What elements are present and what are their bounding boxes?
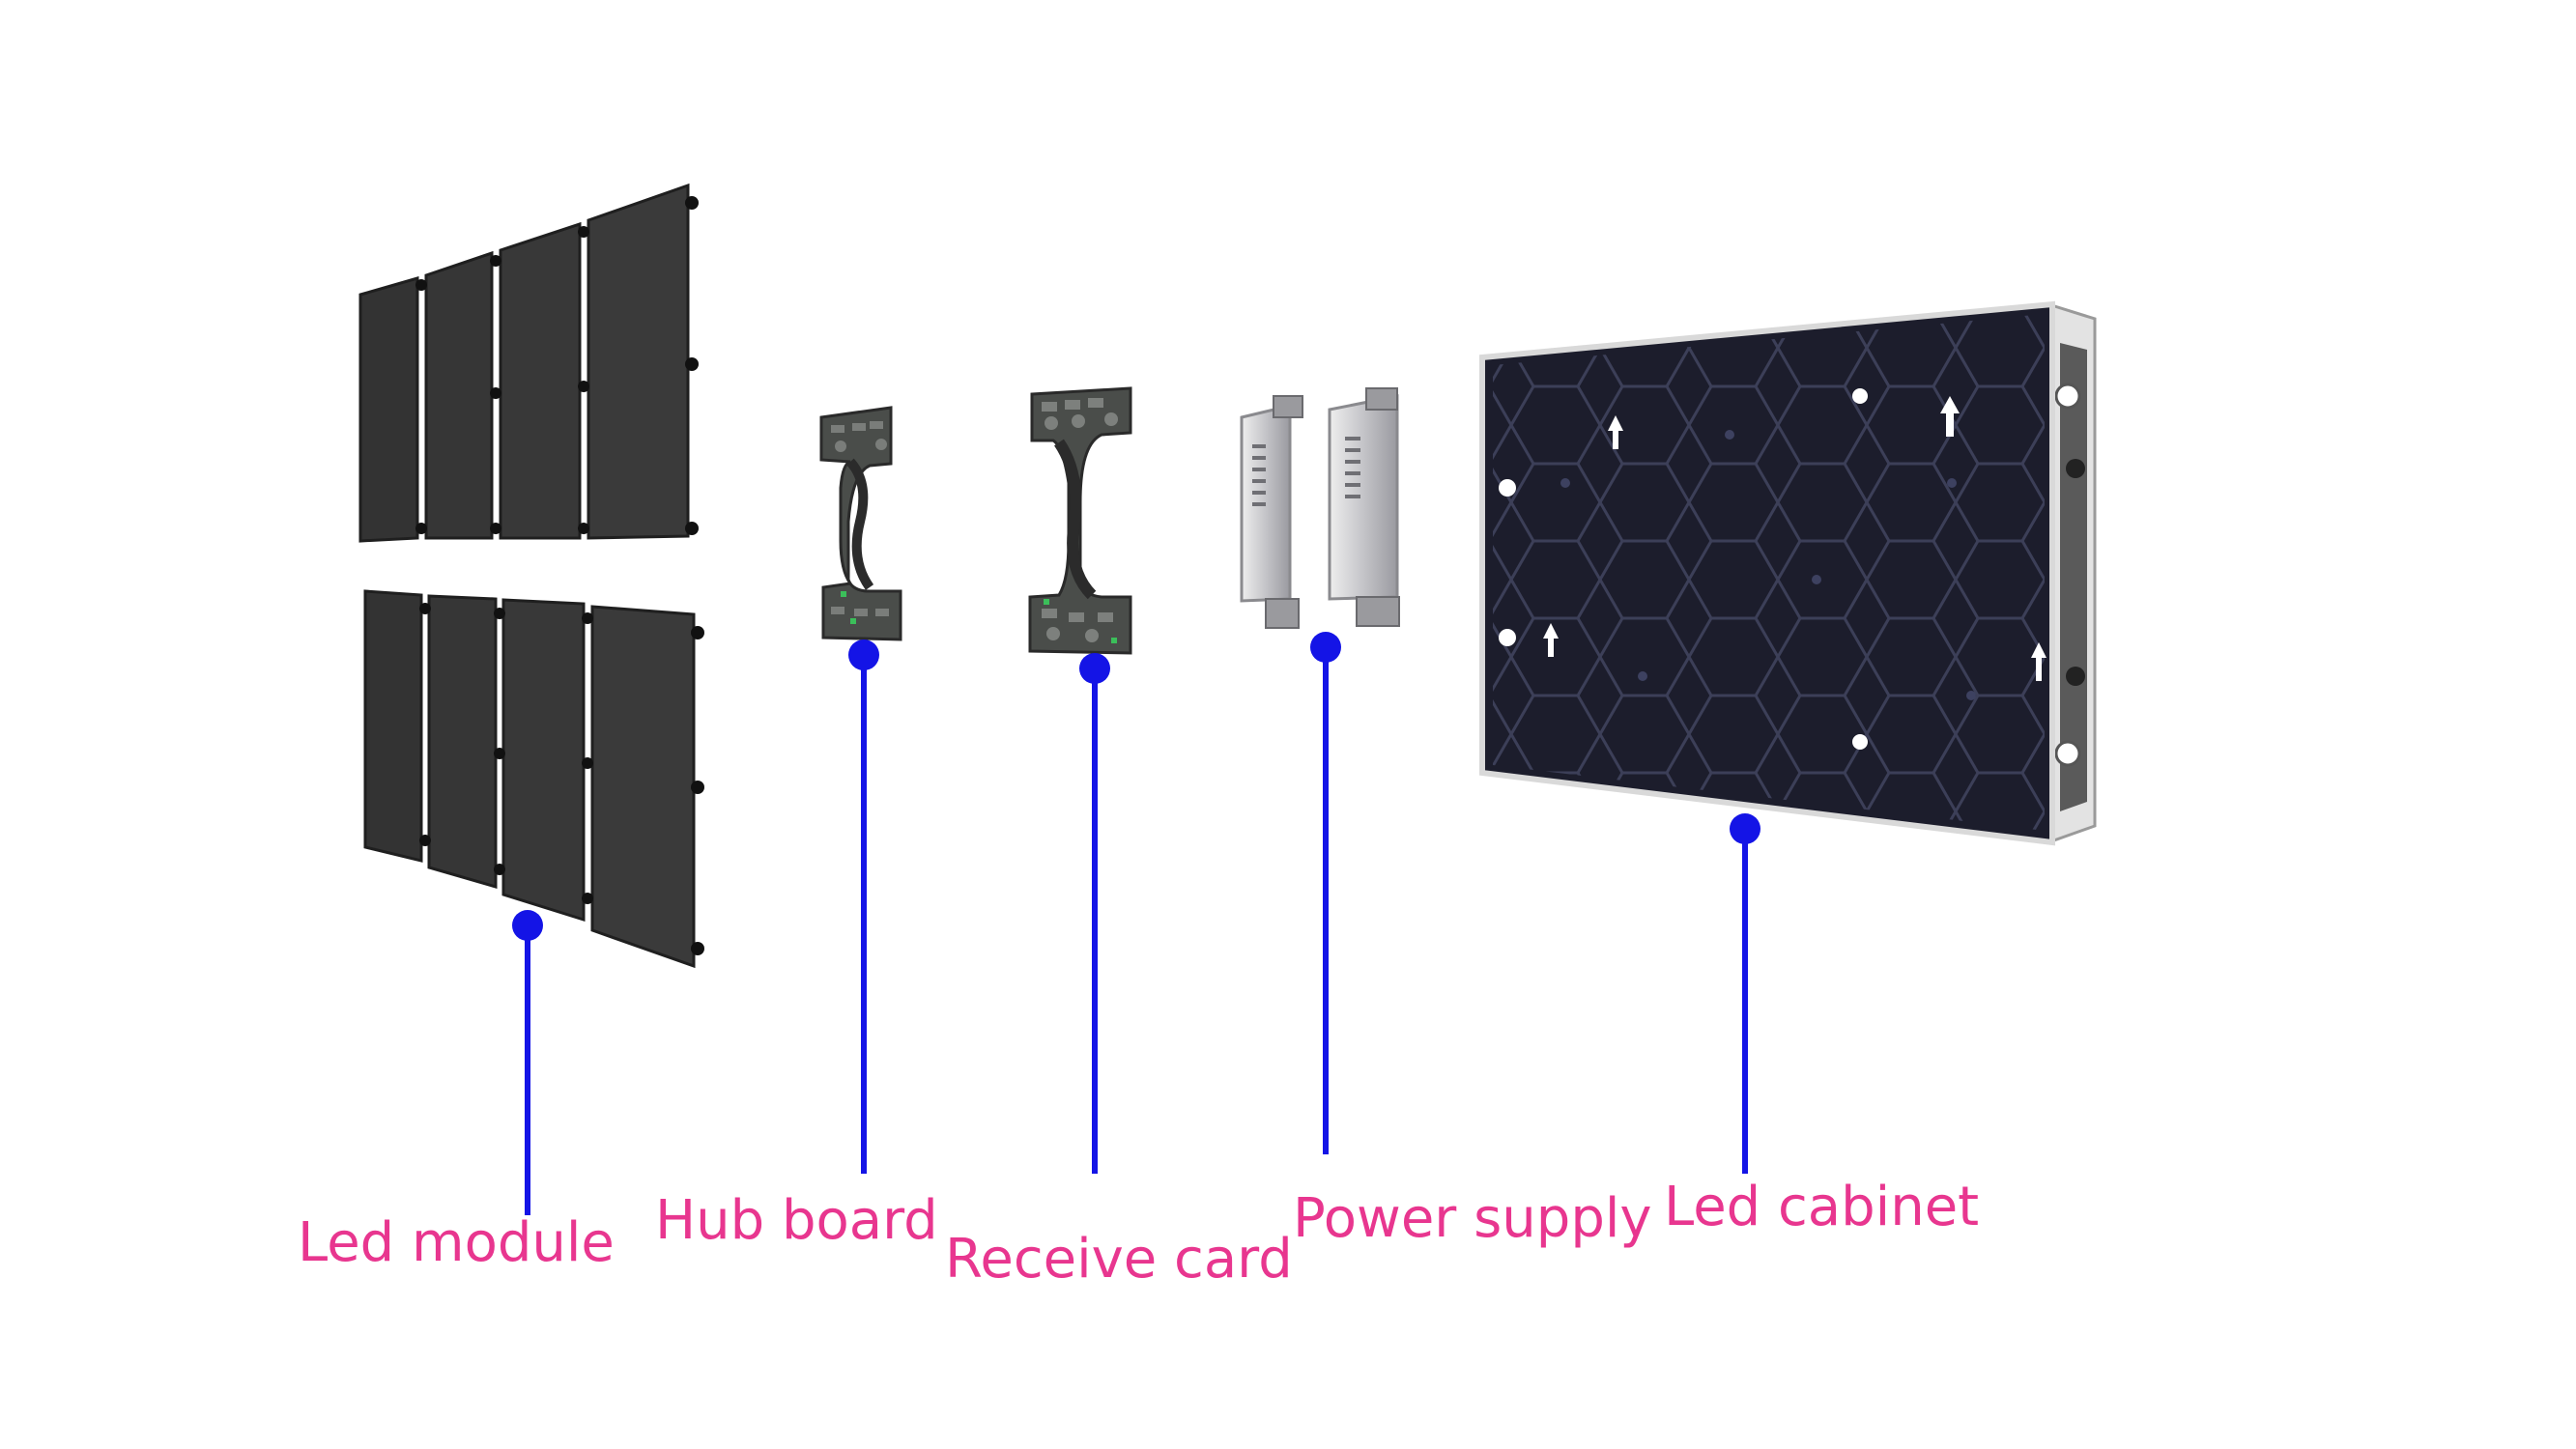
led-module-panel	[424, 250, 494, 540]
cabinet-connectors	[1560, 430, 1976, 700]
power-supply-bracket	[1356, 596, 1400, 627]
hub-board	[819, 406, 902, 641]
hub-board-components	[831, 421, 889, 616]
power-supply-vents	[1252, 437, 1360, 506]
label-led-module: Led module	[298, 1211, 615, 1274]
label-led-cabinet: Led cabinet	[1664, 1176, 1979, 1238]
receive-card-leds	[1044, 599, 1117, 643]
led-module-group	[358, 183, 704, 969]
hub-board-ribbon	[846, 458, 874, 590]
arrow-up-icon	[1543, 623, 1559, 657]
led-module-panel	[501, 598, 586, 923]
power-supply	[1240, 387, 1400, 629]
label-power-supply: Power supply	[1293, 1187, 1652, 1250]
receive-card-ribbon	[1053, 439, 1097, 600]
leader-dot-led-cabinet	[1730, 813, 1760, 844]
cabinet-orientation-arrows	[1543, 396, 2046, 681]
receive-card-components	[1042, 398, 1118, 642]
cabinet-holes	[1499, 388, 1868, 750]
cabinet-side-screws	[2066, 459, 2085, 686]
module-screw-set	[415, 196, 704, 955]
label-receive-card: Receive card	[945, 1228, 1293, 1291]
power-supply-bracket	[1273, 395, 1303, 418]
leader-dot-hub-board	[848, 639, 879, 670]
hub-board-pcb	[819, 406, 902, 641]
led-module-panel	[363, 589, 423, 863]
power-supply-bracket	[1265, 598, 1300, 629]
cabinet-side-inner	[2060, 343, 2087, 811]
led-module-panel	[590, 605, 696, 969]
led-module-panel	[587, 183, 690, 540]
cabinet-handles	[2054, 383, 2081, 767]
led-module-panel	[427, 594, 498, 889]
led-cabinet	[1479, 300, 2097, 846]
leader-dot-led-module	[512, 910, 543, 941]
led-module-panel	[358, 276, 419, 543]
arrow-up-icon	[1940, 396, 1960, 437]
power-supply-unit	[1328, 394, 1399, 601]
led-module-panel	[499, 221, 582, 540]
arrow-up-icon	[1608, 415, 1623, 449]
leader-lines	[512, 632, 1760, 1215]
cabinet-hex-structure	[1493, 314, 2045, 831]
leader-dot-receive-card	[1079, 653, 1110, 684]
power-supply-bracket	[1365, 387, 1398, 411]
arrow-up-icon	[2031, 642, 2046, 681]
leader-dot-power-supply	[1310, 632, 1341, 663]
label-hub-board: Hub board	[655, 1189, 938, 1252]
receive-card	[1028, 386, 1132, 655]
hub-board-leds	[841, 591, 856, 624]
